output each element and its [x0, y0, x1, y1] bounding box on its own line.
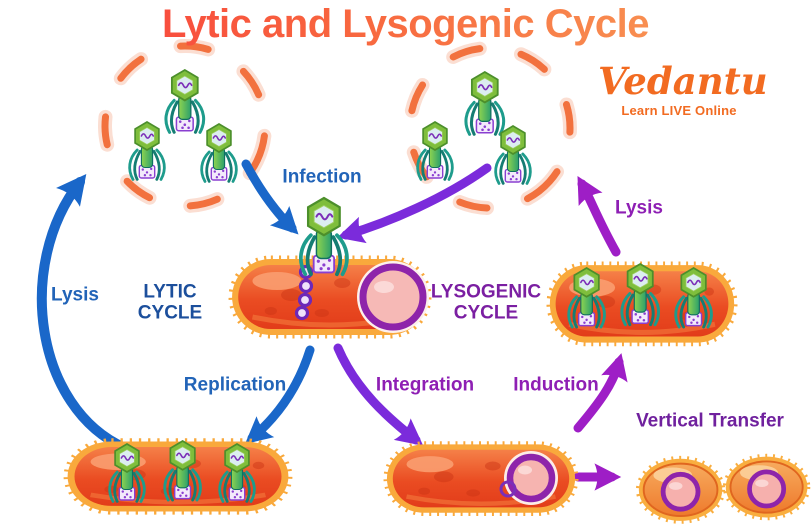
prophage-circle	[499, 451, 558, 505]
label-replication: Replication	[183, 374, 287, 396]
label-lysogenic-cycle: LYSOGENIC CYCLE	[431, 282, 541, 325]
lysed-cell-debris-right	[403, 41, 577, 215]
infection-arrow-lytic	[241, 159, 299, 235]
label-lytic-cycle-line2: CYCLE	[137, 303, 203, 324]
phages-in-lysogenic-cell	[567, 262, 713, 329]
replication-arrow	[244, 345, 315, 444]
integration-arrow	[333, 343, 424, 446]
induction-arrow	[573, 353, 628, 433]
vedantu-logo: Vedantu Learn LIVE Online	[598, 59, 768, 118]
label-lysis-lytic: Lysis	[51, 284, 99, 306]
label-induction: Induction	[513, 374, 599, 396]
phage-cluster-right	[416, 70, 532, 185]
label-lysogenic-cycle-line1: LYSOGENIC	[430, 281, 542, 303]
lysis-arrow-lysogenic	[577, 175, 621, 257]
brand-tagline: Learn LIVE Online	[621, 102, 737, 118]
label-vertical-transfer: Vertical Transfer	[636, 410, 784, 432]
label-lytic-cycle-line1: LYTIC	[143, 281, 197, 303]
infection-arrow-lysogenic	[337, 163, 492, 244]
host-nucleoid	[357, 261, 429, 333]
label-integration: Integration	[375, 374, 475, 396]
infecting-phage	[298, 196, 349, 277]
lysed-cell-debris-left	[98, 39, 272, 213]
label-infection: Infection	[282, 166, 362, 188]
lysis-arrow-lytic	[36, 173, 130, 453]
phages-in-replication-cell	[108, 439, 256, 503]
label-lytic-cycle: LYTIC CYCLE	[138, 282, 202, 325]
daughter-cell-2	[726, 457, 808, 518]
label-lysogenic-cycle-line2: CYCLE	[453, 303, 519, 324]
daughter-cell-1	[639, 459, 722, 521]
label-lysis-lysogenic: Lysis	[615, 197, 663, 219]
figure-title: Lytic and Lysogenic Cycle	[0, 2, 811, 47]
phage-cluster-left	[128, 68, 238, 183]
brand-name: Vedantu	[598, 59, 768, 103]
